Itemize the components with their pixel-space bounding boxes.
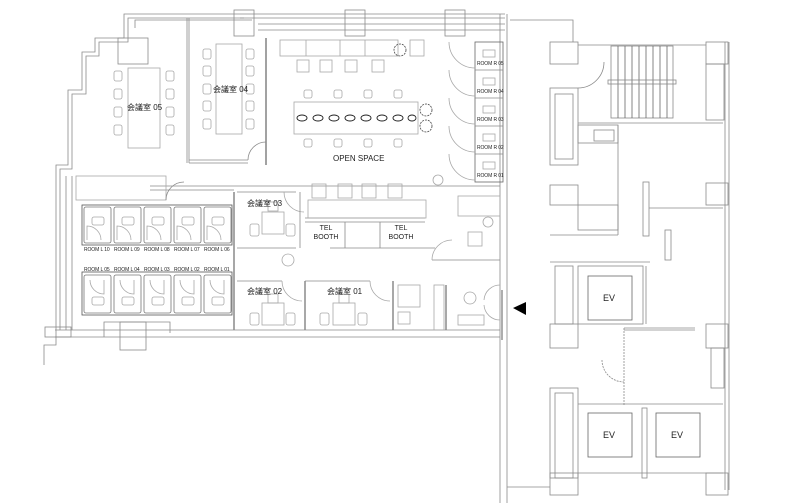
label-tel-booth-2-line1: TEL bbox=[394, 225, 408, 232]
open-space-table bbox=[293, 89, 433, 148]
room-r-stack bbox=[448, 41, 504, 183]
label-meeting-room-02: 会議室 02 bbox=[247, 287, 283, 296]
label-meeting-room-04: 会議室 04 bbox=[213, 85, 249, 94]
label-meeting-room-01: 会議室 01 bbox=[327, 287, 363, 296]
label-room-l-10: ROOM L 10 bbox=[84, 247, 110, 253]
label-room-l-03: ROOM L 03 bbox=[144, 267, 170, 273]
label-room-r-04: ROOM R 04 bbox=[477, 89, 504, 95]
label-meeting-room-05: 会議室 05 bbox=[127, 103, 163, 112]
label-room-l-04: ROOM L 04 bbox=[114, 267, 140, 273]
label-room-l-01: ROOM L 01 bbox=[204, 267, 230, 273]
label-room-l-08: ROOM L 08 bbox=[144, 247, 170, 253]
open-space-desks bbox=[279, 39, 425, 73]
building-core bbox=[507, 19, 730, 496]
label-elevator-1: EV bbox=[603, 293, 616, 303]
stools-row bbox=[296, 114, 417, 122]
label-elevator-3: EV bbox=[671, 430, 684, 440]
label-open-space: OPEN SPACE bbox=[333, 154, 385, 163]
label-room-l-07: ROOM L 07 bbox=[174, 247, 200, 253]
label-elevator-2: EV bbox=[603, 430, 616, 440]
label-room-l-02: ROOM L 02 bbox=[174, 267, 200, 273]
label-tel-booth-1-line2: BOOTH bbox=[313, 234, 339, 241]
outer-wall bbox=[43, 9, 505, 365]
label-tel-booth-2-line2: BOOTH bbox=[388, 234, 414, 241]
room-l-blocks bbox=[81, 204, 233, 316]
label-room-l-05: ROOM L 05 bbox=[84, 267, 110, 273]
label-room-l-09: ROOM L 09 bbox=[114, 247, 140, 253]
meeting-table-05 bbox=[113, 67, 175, 149]
meeting-table-04 bbox=[202, 43, 255, 135]
label-room-r-02: ROOM R 02 bbox=[477, 145, 504, 151]
label-room-r-05: ROOM R 05 bbox=[477, 61, 504, 67]
label-meeting-room-03: 会議室 03 bbox=[247, 199, 283, 208]
label-room-r-01: ROOM R 01 bbox=[477, 173, 504, 179]
label-room-r-03: ROOM R 03 bbox=[477, 117, 504, 123]
label-tel-booth-1-line1: TEL bbox=[319, 225, 333, 232]
label-room-l-06: ROOM L 06 bbox=[204, 247, 230, 253]
triangle-left-icon bbox=[513, 302, 526, 315]
